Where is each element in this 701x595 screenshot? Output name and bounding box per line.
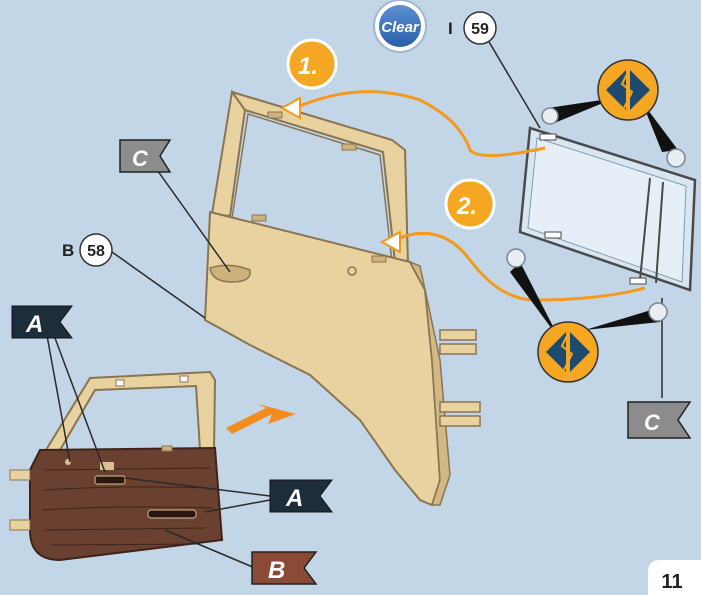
glue-clamp-icon bbox=[538, 322, 598, 382]
part-58-prefix: B bbox=[62, 241, 74, 260]
flag-b-bottom-letter: B bbox=[268, 557, 285, 584]
flag-a-right: A bbox=[270, 480, 332, 512]
clear-badge-icon: Clear bbox=[374, 0, 426, 52]
clear-badge-text: Clear bbox=[381, 19, 420, 36]
orange-direction-arrow-icon bbox=[226, 404, 296, 434]
flag-a-top: A bbox=[12, 306, 72, 338]
step-badge-1: 2. bbox=[446, 180, 494, 228]
front-door-large bbox=[205, 92, 480, 505]
flag-a-top-letter: A bbox=[25, 311, 43, 338]
part-59-number: 59 bbox=[471, 21, 489, 38]
flag-a-right-letter: A bbox=[285, 485, 303, 512]
door-inner-panel bbox=[10, 372, 222, 560]
page-number: 11 bbox=[661, 571, 682, 593]
flag-c-right: C bbox=[628, 402, 690, 438]
step-2-label: 1. bbox=[298, 53, 318, 80]
part-label-58: B 58 bbox=[62, 234, 112, 266]
part-label-59: I 59 bbox=[448, 12, 496, 44]
step-1-label: 2. bbox=[456, 193, 477, 220]
part-58-number: 58 bbox=[87, 243, 105, 260]
page-number-tab: 11 bbox=[648, 560, 701, 595]
part-59-prefix: I bbox=[448, 19, 453, 38]
flag-c-top-letter: C bbox=[132, 146, 149, 171]
flag-b-bottom: B bbox=[252, 552, 316, 584]
flag-c-top: C bbox=[120, 140, 170, 172]
glue-clamp-icon bbox=[598, 60, 658, 120]
step-badge-2: 1. bbox=[288, 40, 336, 88]
flag-c-right-letter: C bbox=[644, 410, 661, 435]
